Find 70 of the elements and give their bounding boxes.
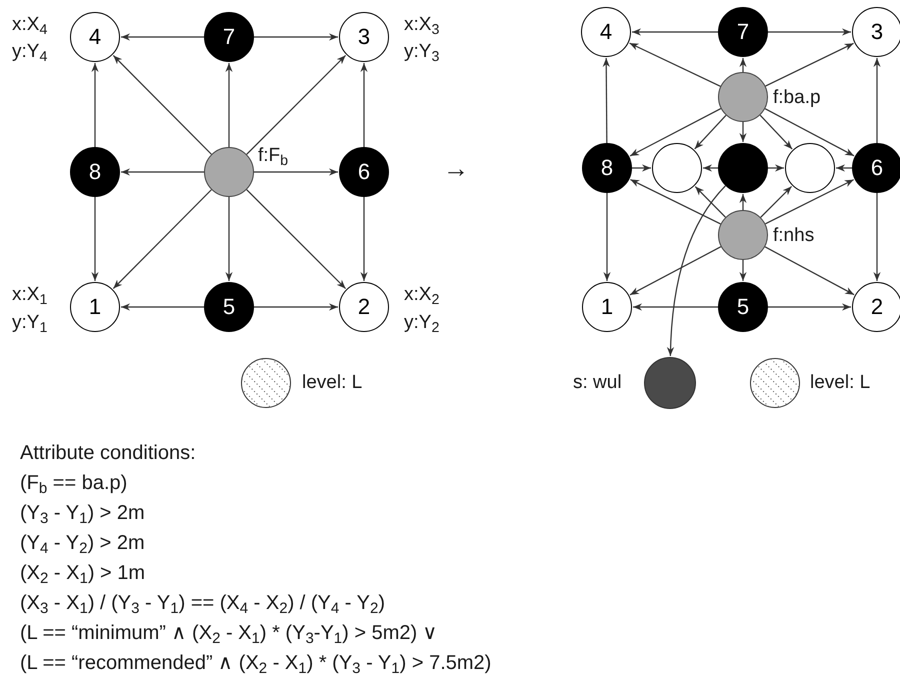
arrow: [768, 303, 851, 311]
node-annotation: level: L: [302, 371, 362, 395]
arrow: [632, 28, 718, 36]
node-annotation: y:Y$_{1}$: [12, 311, 48, 335]
arrow: [254, 33, 338, 41]
node-annotation: y:Y$_{3}$: [404, 40, 440, 64]
node-annotation: x:X$_{3}$: [404, 13, 440, 37]
arrow: [764, 108, 854, 156]
arrow: [360, 63, 368, 147]
direction-arrow: →: [443, 155, 469, 181]
arrow: [873, 193, 881, 281]
node-annotation: f:F$_{b}$: [258, 144, 288, 168]
arrow: [91, 63, 99, 147]
arrow: [836, 164, 852, 172]
condition-text: (Y$_{3}$ - Y$_{1}$) > 2m: [20, 501, 146, 528]
arrow: [632, 164, 651, 172]
arrow: [739, 194, 747, 210]
arrow: [254, 303, 338, 311]
condition-text: (Y$_{4}$ - Y$_{2}$) > 2m: [20, 531, 146, 558]
arrow: [630, 246, 722, 296]
arrow: [630, 108, 722, 156]
section-heading: Attribute conditions:: [20, 441, 197, 466]
hatched-circle: [241, 358, 291, 408]
arrow: [121, 33, 204, 41]
arrow: [603, 193, 611, 281]
arrow: [112, 189, 212, 289]
condition-text: (L == “minimum” ∧ (X$_{2}$ - X$_{1}$) * (Y$_{3}$-Y$_{1}$) > 5m2) ∨: [20, 621, 439, 648]
node-annotation: f:ba.p: [773, 86, 821, 110]
arrow: [760, 114, 793, 150]
node-annotation: level: L: [810, 371, 870, 395]
arrow: [768, 164, 784, 172]
arrow: [254, 168, 338, 176]
condition-text: (L == “recommended” ∧ (X$_{2}$ - X$_{1}$) * (Y$_{3}$ - Y$_{1}$) > 7.5m2): [20, 651, 492, 678]
node-annotation: y:Y$_{2}$: [404, 311, 440, 335]
arrow: [121, 168, 204, 176]
arrow: [246, 189, 346, 290]
arrow: [121, 303, 204, 311]
arrow: [739, 122, 747, 142]
arrow: [873, 58, 881, 143]
node-annotation: f:nhs: [773, 224, 814, 248]
arrow: [629, 42, 721, 87]
arrow: [739, 58, 747, 72]
arrow: [112, 55, 212, 155]
arrow: [91, 197, 99, 281]
arrow: [768, 28, 851, 36]
arrow: [630, 178, 721, 224]
arrow: [765, 42, 854, 87]
arrow: [246, 54, 346, 155]
arrow: [703, 164, 718, 172]
arrow: [225, 63, 233, 147]
arrow: [225, 197, 233, 281]
arrow: [667, 185, 726, 356]
node-annotation: y:Y$_{4}$: [12, 40, 48, 64]
node-annotation: x:X$_{2}$: [404, 283, 440, 307]
hatched-circle: [750, 358, 800, 408]
arrow: [760, 186, 792, 218]
condition-text: (X$_{2}$ - X$_{1}$) > 1m: [20, 561, 146, 588]
condition-text: (F$_{b}$ == ba.p): [20, 471, 128, 498]
arrow: [764, 246, 854, 296]
node-annotation: x:X$_{4}$: [12, 13, 48, 37]
condition-text: (X$_{3}$ - X$_{1}$) / (Y$_{3}$ - Y$_{1}$) == (X$_{4}$ - X$_{2}$) / (Y$_{4}$ - Y$_{2}$): [20, 591, 386, 618]
arrow: [739, 260, 747, 281]
arrow: [360, 197, 368, 281]
arrow: [694, 114, 726, 150]
arrow: [765, 179, 854, 224]
arrow: [602, 58, 610, 143]
node-annotation: x:X$_{1}$: [12, 283, 48, 307]
arrow: [694, 186, 726, 218]
arrow: [633, 303, 718, 311]
node-annotation: s: wul: [573, 371, 622, 395]
